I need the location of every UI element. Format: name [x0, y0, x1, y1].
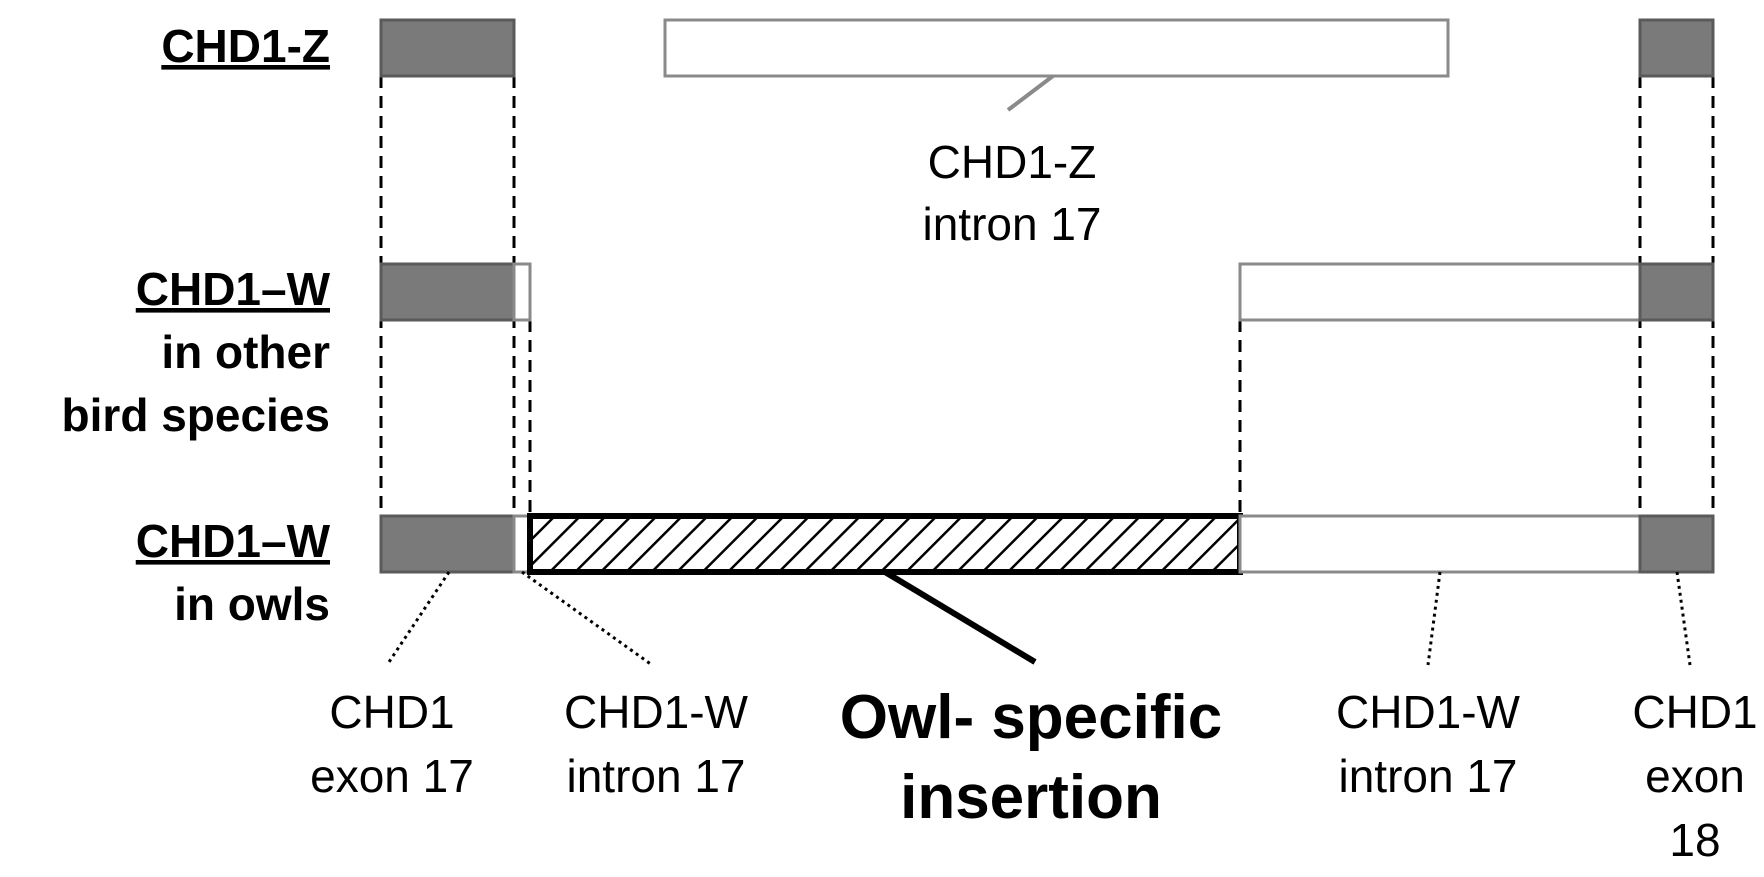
leader-exon17 — [385, 571, 451, 666]
chd1-z-exon18 — [1638, 18, 1715, 78]
chd1-w-owls-exon17 — [379, 514, 516, 574]
row-label-chd1-w-other-line2: in other — [161, 326, 330, 378]
callout-z-intron-line2: intron 17 — [922, 198, 1101, 250]
callout-exon17-line1: CHD1 — [329, 686, 454, 738]
callout-insertion-line2: insertion — [900, 763, 1162, 832]
callout-w-intron-right-line1: CHD1-W — [1336, 686, 1521, 738]
callout-w-intron-right-line2: intron 17 — [1338, 750, 1517, 802]
callout-z-intron-line1: CHD1-Z — [928, 136, 1097, 188]
callout-exon18-line2: exon — [1645, 750, 1745, 802]
callout-exon18-line3: 18 — [1669, 814, 1720, 866]
callout-exon18-line1: CHD1 — [1632, 686, 1757, 738]
chd1-w-other-intron17 — [1238, 262, 1642, 322]
leader-insertion — [883, 569, 1037, 665]
leader-w-intron-right — [1426, 571, 1442, 666]
row-label-chd1-w-owls-line2: in owls — [174, 578, 330, 630]
chd1-w-other-intron-start — [512, 262, 532, 322]
callout-exon17-line2: exon 17 — [310, 750, 474, 802]
callout-w-intron-left-line2: intron 17 — [566, 750, 745, 802]
owl-specific-insertion — [527, 513, 1243, 575]
chd1-z-exon17 — [379, 18, 516, 78]
chd1-w-other-exon18 — [1638, 262, 1715, 322]
chd1-w-other-exon17 — [379, 262, 516, 322]
leader-w-intron-left — [521, 570, 653, 667]
chd1-w-owls-exon18 — [1638, 514, 1715, 574]
chd1-z-intron17 — [663, 18, 1450, 78]
row-label-chd1-w-other: CHD1–W — [136, 263, 331, 315]
callout-insertion-line1: Owl- specific — [840, 683, 1222, 752]
leader-exon18 — [1675, 571, 1692, 666]
row-label-chd1-w-owls: CHD1–W — [136, 515, 331, 567]
callout-w-intron-left-line1: CHD1-W — [564, 686, 749, 738]
chd1-w-owls-intron17 — [1238, 514, 1642, 574]
leader-z-intron — [1006, 74, 1055, 112]
row-label-chd1-w-other-line3: bird species — [62, 389, 330, 441]
row-label-chd1-z: CHD1-Z — [161, 20, 330, 72]
